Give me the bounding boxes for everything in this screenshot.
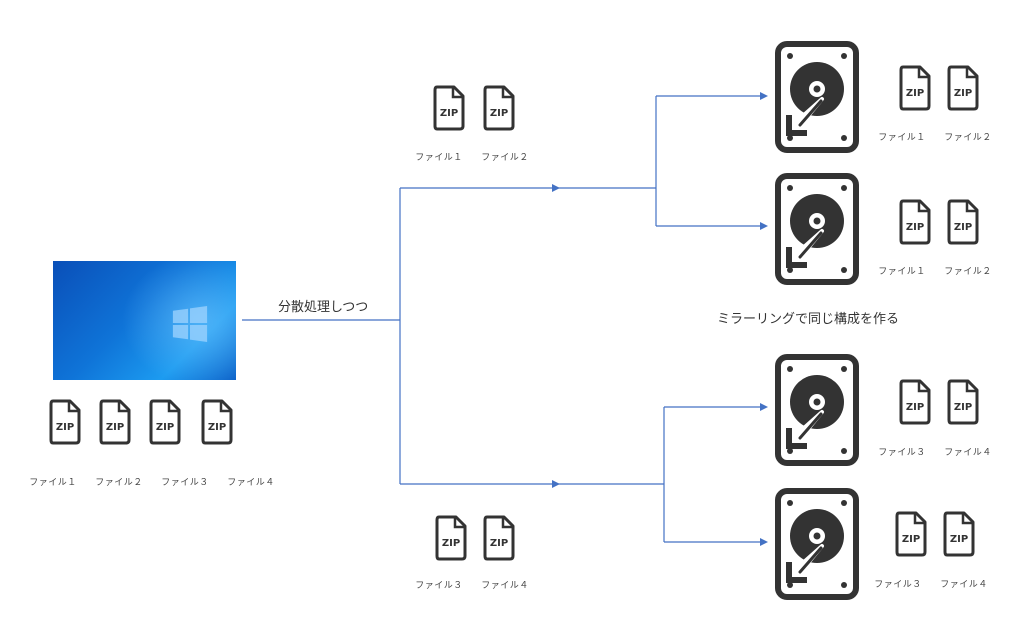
file-label: ファイル１ <box>878 267 926 277</box>
zip-file-icon: ZIP <box>435 515 467 561</box>
svg-text:ZIP: ZIP <box>954 402 972 413</box>
svg-text:ZIP: ZIP <box>56 422 74 433</box>
file-label: ファイル４ <box>227 478 275 488</box>
process-label: 分散処理しつつ <box>278 300 369 315</box>
arrowhead <box>552 480 560 488</box>
arrowhead <box>760 538 768 546</box>
zip-file-icon: ZIP <box>947 379 979 425</box>
file-label: ファイル１ <box>29 478 77 488</box>
arrowhead <box>760 92 768 100</box>
file-label: ファイル３ <box>161 478 209 488</box>
arrowhead <box>552 184 560 192</box>
file-label: ファイル２ <box>481 153 529 163</box>
svg-text:ZIP: ZIP <box>490 538 508 549</box>
file-label: ファイル３ <box>874 580 922 590</box>
zip-file-icon: ZIP <box>149 399 181 445</box>
zip-file-icon: ZIP <box>947 199 979 245</box>
zip-file-icon: ZIP <box>483 85 515 131</box>
file-label: ファイル４ <box>940 580 988 590</box>
zip-file-icon: ZIP <box>899 379 931 425</box>
zip-file-icon: ZIP <box>947 65 979 111</box>
svg-text:ZIP: ZIP <box>490 108 508 119</box>
hard-disk-icon <box>775 488 859 600</box>
zip-file-icon: ZIP <box>99 399 131 445</box>
svg-text:ZIP: ZIP <box>440 108 458 119</box>
hard-disk-icon <box>775 354 859 466</box>
file-label: ファイル４ <box>481 581 529 591</box>
file-label: ファイル１ <box>878 133 926 143</box>
windows-logo-icon <box>172 305 208 343</box>
zip-file-icon: ZIP <box>899 65 931 111</box>
arrowhead <box>760 222 768 230</box>
svg-text:ZIP: ZIP <box>442 538 460 549</box>
svg-text:ZIP: ZIP <box>208 422 226 433</box>
mirror-label: ミラーリングで同じ構成を作る <box>717 312 900 327</box>
file-label: ファイル３ <box>878 448 926 458</box>
zip-file-icon: ZIP <box>433 85 465 131</box>
svg-text:ZIP: ZIP <box>906 88 924 99</box>
svg-text:ZIP: ZIP <box>954 88 972 99</box>
svg-text:ZIP: ZIP <box>906 402 924 413</box>
desktop-screen <box>53 261 236 380</box>
svg-text:ZIP: ZIP <box>156 422 174 433</box>
zip-file-icon: ZIP <box>895 511 927 557</box>
zip-file-icon: ZIP <box>483 515 515 561</box>
svg-text:ZIP: ZIP <box>902 534 920 545</box>
svg-text:ZIP: ZIP <box>954 222 972 233</box>
arrowhead <box>760 403 768 411</box>
file-label: ファイル３ <box>415 581 463 591</box>
svg-text:ZIP: ZIP <box>906 222 924 233</box>
file-label: ファイル２ <box>95 478 143 488</box>
file-label: ファイル１ <box>415 153 463 163</box>
file-label: ファイル２ <box>944 267 992 277</box>
zip-file-icon: ZIP <box>49 399 81 445</box>
zip-file-icon: ZIP <box>201 399 233 445</box>
svg-text:ZIP: ZIP <box>950 534 968 545</box>
hard-disk-icon <box>775 173 859 285</box>
zip-file-icon: ZIP <box>943 511 975 557</box>
svg-text:ZIP: ZIP <box>106 422 124 433</box>
zip-file-icon: ZIP <box>899 199 931 245</box>
hard-disk-icon <box>775 41 859 153</box>
file-label: ファイル２ <box>944 133 992 143</box>
file-label: ファイル４ <box>944 448 992 458</box>
